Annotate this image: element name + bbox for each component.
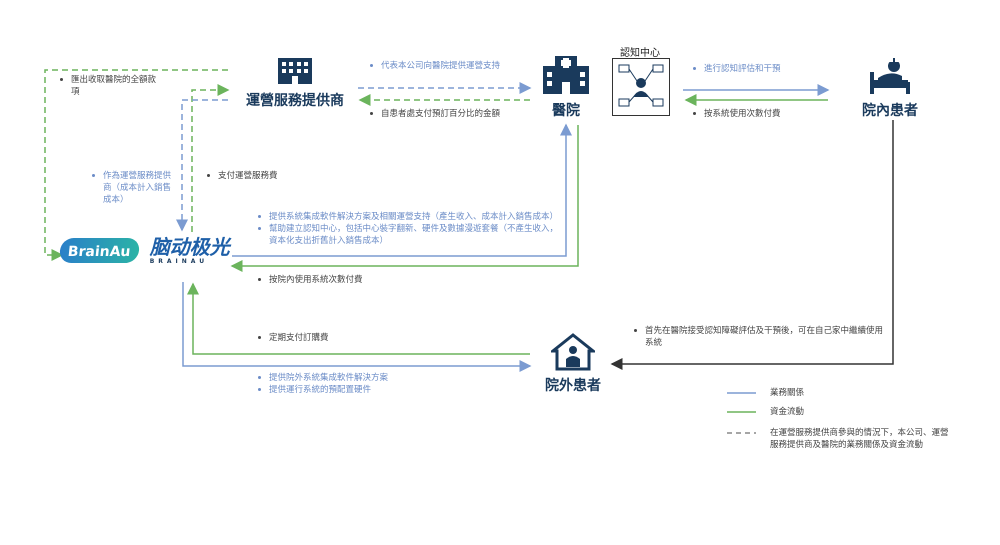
hospital-label: 醫院 [552,103,580,119]
legend-business: 業務關係 [770,388,805,398]
cognitive-center-box [612,58,670,116]
cognitive-center-icon [618,64,664,107]
hospital-icon [543,56,589,94]
note-hosp-pay: 按院內使用系統次數付費 [258,274,363,286]
note-hosp-to-op: 自患者處支付預訂百分比的金額 [370,108,500,120]
remit-line [44,69,228,261]
note-inpatient-home: 首先在醫院接受認知障礙評估及干預後，可在自己家中繼續使用 系統 [634,325,883,349]
inpatient-to-out-line [610,120,894,370]
note-out-provide: 提供院外系統集成軟件解決方案 提供運行系統的預配置硬件 [258,372,388,396]
hospital-node: 醫院 [536,54,596,120]
outpatient-node: 院外患者 [538,333,608,395]
building-icon [278,58,312,84]
brainau-brand: BrainAu 脑动极光 BRAINAU [58,235,230,265]
inpatient-label: 院內患者 [862,103,918,119]
operator-node: 運營服務提供商 [240,56,350,110]
subscription-line [187,282,530,355]
legend-dashed: 在運營服務提供商參與的情況下，本公司、運營 服務提供商及醫院的業務關係及資金流動 [770,428,949,450]
brand-cn-name: 脑动极光 [149,235,230,259]
legend-funds: 資金流動 [770,407,805,417]
note-inpatient-to-hosp: 按系統使用次數付費 [693,108,781,120]
patient-bed-icon [870,58,910,94]
note-provide: 提供系統集成軟件解決方案及相關運營支持（產生收入、成本計入銷售成本） 幫助建立認… [258,211,558,247]
note-op-to-hosp: 代表本公司向醫院提供運營支持 [370,60,500,72]
out-provide-line [182,282,532,372]
note-subscription: 定期支付訂購費 [258,332,329,344]
note-hosp-to-inpatient: 進行認知評估和干預 [693,63,781,75]
home-patient-icon [548,333,598,371]
note-pay-fee: 支付運營服務費 [207,170,278,182]
note-as-provider: 作為運營服務提供 商（成本計入銷售 成本） [92,170,171,206]
operator-label: 運營服務提供商 [246,93,344,109]
as-provider-line [176,99,228,232]
outpatient-label: 院外患者 [545,378,601,394]
note-remit: 匯出收取醫院的全額款 項 [60,74,156,98]
provide-line [232,123,572,257]
brand-en-name: BRAINAU [149,258,209,265]
pay-fee-line [191,84,230,232]
brainau-logo: BrainAu [58,238,140,263]
cognitive-center-label: 認知中心 [620,48,660,59]
inpatient-node: 院內患者 [855,58,925,120]
hosp-pay-line [230,125,579,272]
